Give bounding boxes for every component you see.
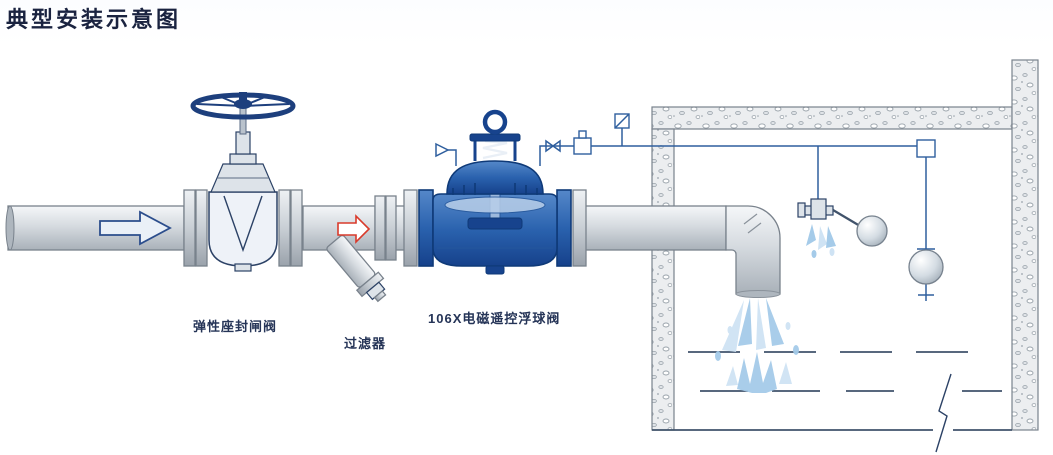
pipe-end-cap xyxy=(5,205,15,251)
splash xyxy=(737,352,777,393)
gate-valve-drain xyxy=(234,263,252,272)
valve-disc xyxy=(467,217,523,230)
gate-valve-gland xyxy=(229,153,257,165)
float-ball-small xyxy=(856,215,888,247)
flow-arrow-red xyxy=(337,214,371,244)
main-valve-cover xyxy=(446,160,544,195)
pilot-valve-icon xyxy=(435,142,450,158)
water-tank xyxy=(651,59,1039,453)
valve-bottom-plug xyxy=(485,265,505,275)
label-main-valve: 106X电磁遥控浮球阀 xyxy=(428,311,561,326)
tank-left-wall xyxy=(651,128,675,431)
valve-diaphragm xyxy=(444,196,546,214)
tank-top-wall xyxy=(651,106,1013,130)
gate-valve-handwheel xyxy=(190,92,296,120)
label-strainer: 过滤器 xyxy=(344,336,387,351)
main-float-valve xyxy=(403,109,587,275)
water-spray xyxy=(715,298,799,393)
lifting-ring xyxy=(482,109,508,135)
valve-spring xyxy=(482,139,508,160)
gate-valve-body xyxy=(208,191,278,267)
pilot-spray xyxy=(806,224,836,258)
strainer xyxy=(326,234,387,303)
pipe-elbow xyxy=(725,205,781,295)
flow-direction-arrow xyxy=(99,210,172,246)
pilot-control-line xyxy=(435,113,936,301)
page-title: 典型安装示意图 xyxy=(6,7,182,32)
pipe-outlet-opening xyxy=(735,290,781,298)
tank-right-wall xyxy=(1011,59,1039,431)
pipe-flanges xyxy=(374,195,397,261)
outlet-pipe xyxy=(583,205,781,298)
spring-plate xyxy=(469,133,521,142)
water-level-marks xyxy=(688,351,1002,392)
cover-bolts xyxy=(452,183,538,195)
junction-box xyxy=(916,139,936,158)
float-pilot-assembly xyxy=(797,198,944,285)
inline-valve-icon xyxy=(545,139,561,153)
tank-break-mark xyxy=(935,373,952,453)
float-ball-large xyxy=(908,249,944,285)
inlet-pipe xyxy=(5,205,407,251)
gate-valve xyxy=(183,92,303,272)
float-rod xyxy=(832,209,861,227)
label-gate-valve: 弹性座封闸阀 xyxy=(193,319,278,334)
solenoid-valve xyxy=(573,137,592,155)
